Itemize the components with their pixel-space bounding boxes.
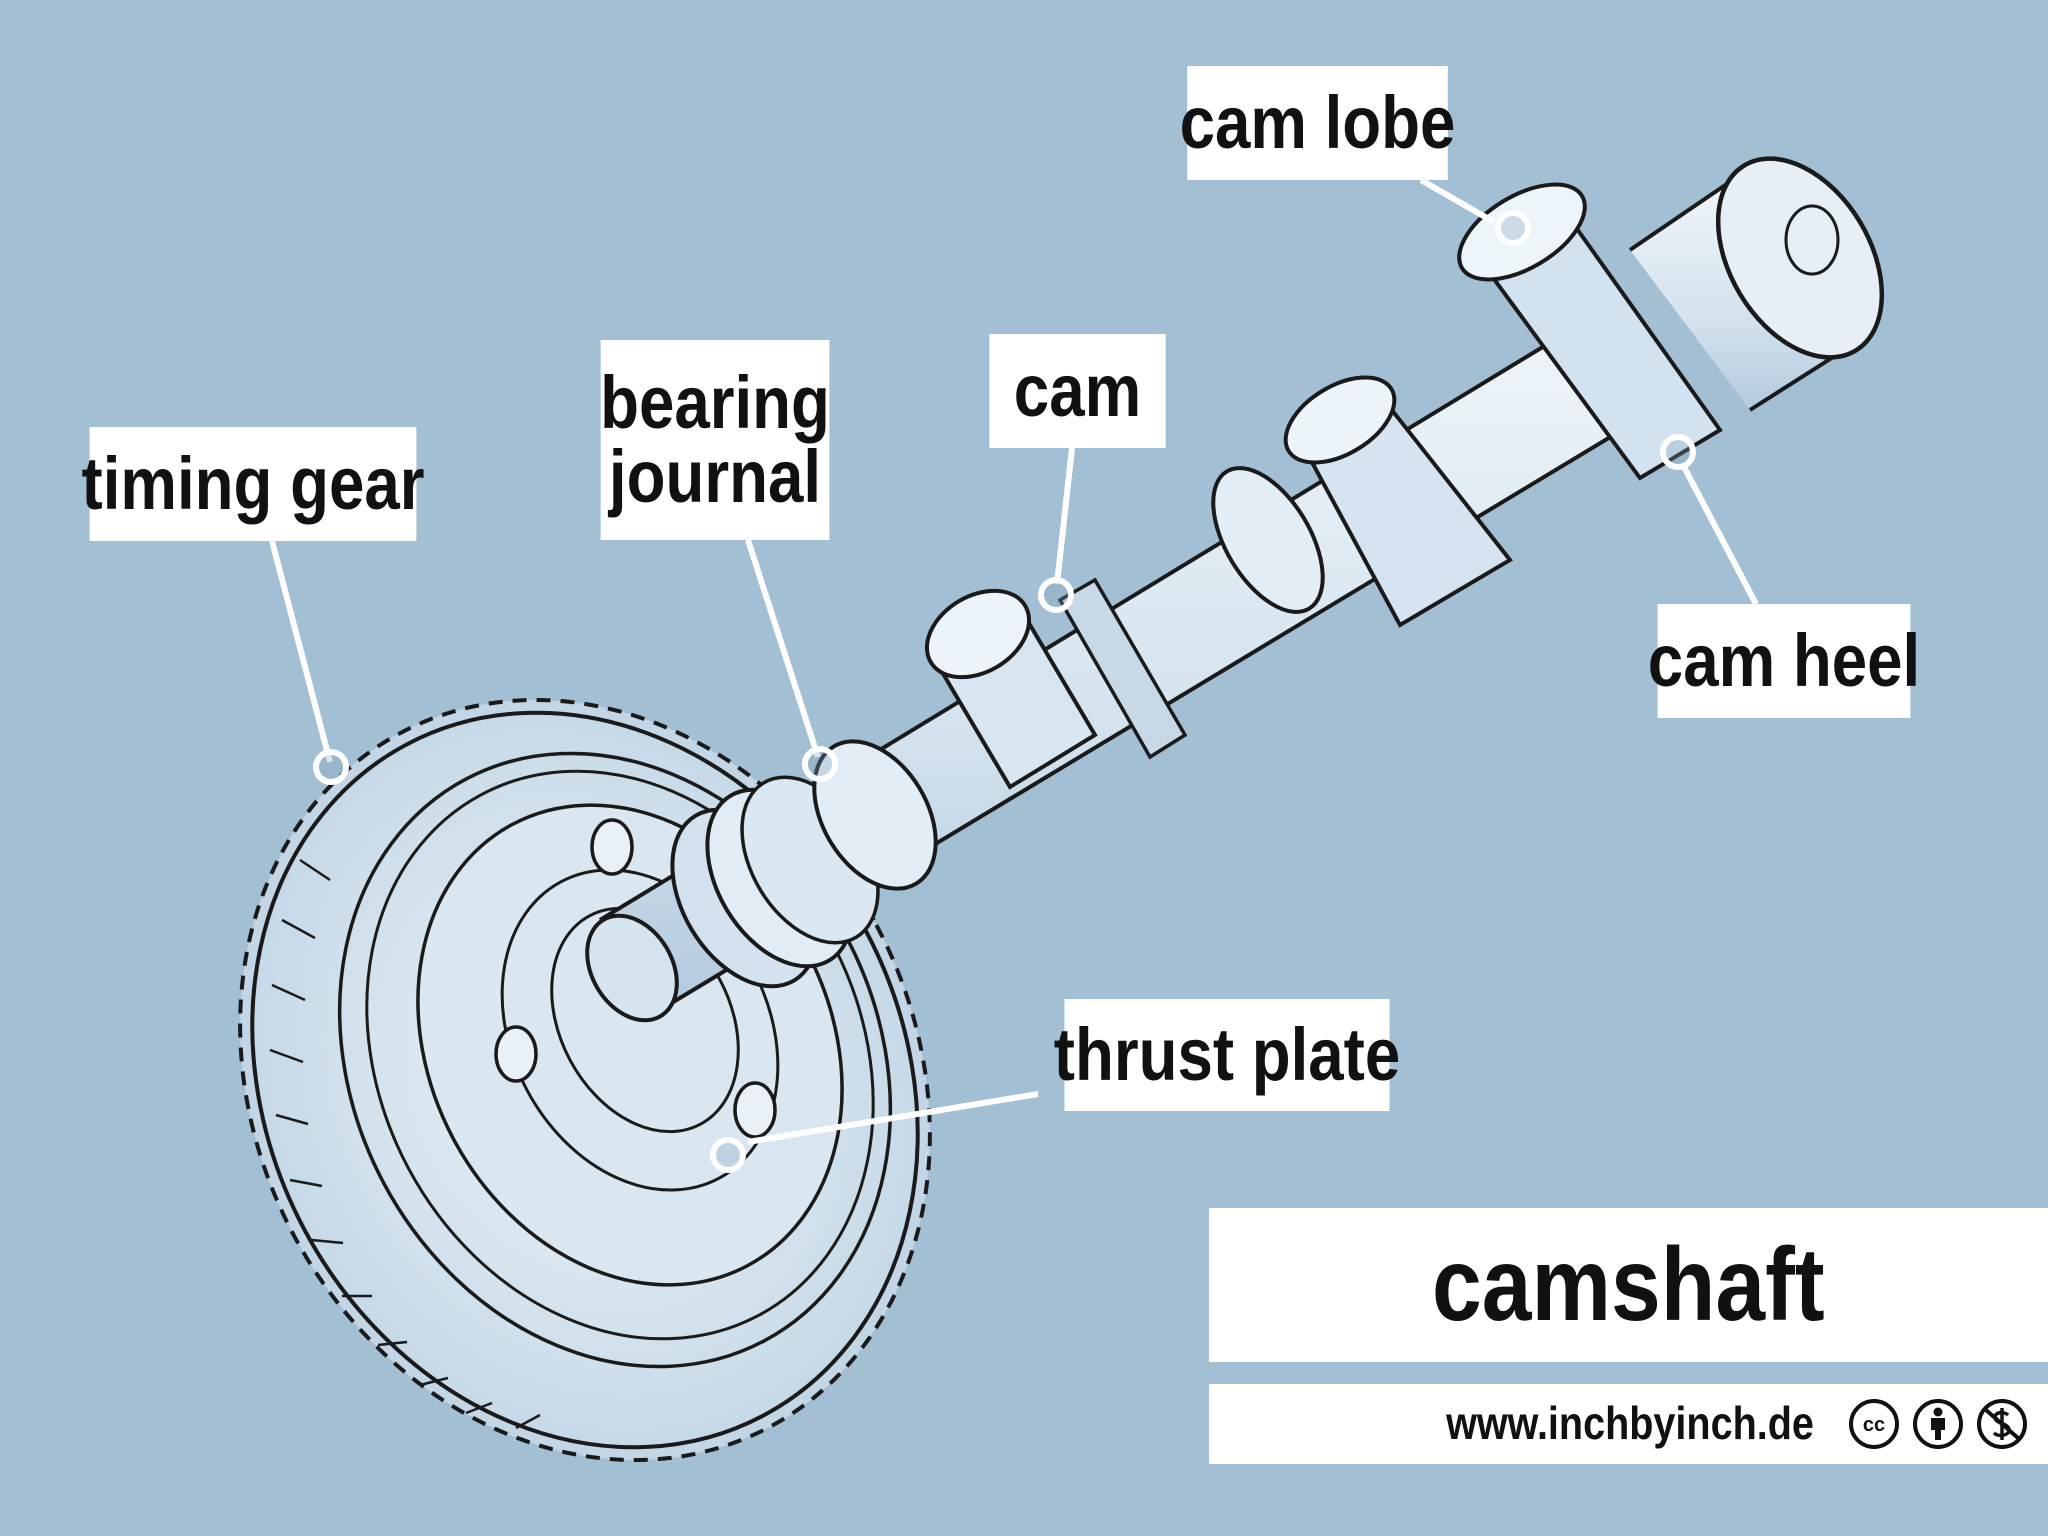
creative-commons-icon: cc [1848,1398,1900,1450]
page-title: camshaft [1432,1226,1825,1345]
website-link[interactable]: www.inchbyinch.de [1467,1390,1794,1456]
label-cam: cam [989,334,1165,448]
label-thrust-plate: thrust plate [1064,999,1389,1111]
label-cam-lobe: cam lobe [1187,66,1448,180]
svg-text:cc: cc [1863,1414,1885,1436]
label-timing-gear: timing gear [90,427,417,541]
camshaft-body [569,129,1916,1036]
label-cam-heel: cam heel [1658,604,1911,718]
timing-gear [109,578,1061,1536]
title-box: camshaft [1209,1208,2048,1362]
attribution-icon [1912,1398,1964,1450]
label-bearing-journal: bearing journal [601,340,830,540]
non-commercial-icon [1976,1398,2028,1450]
